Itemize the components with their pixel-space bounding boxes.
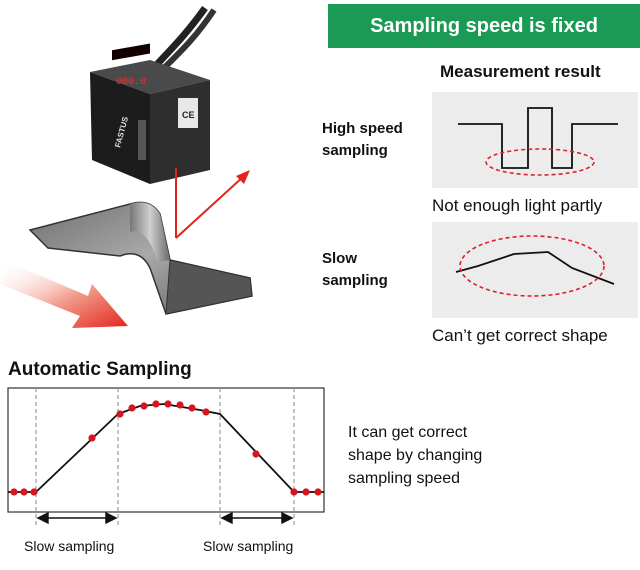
conveyor-direction-arrow	[0, 262, 128, 328]
sensor-display: 000.0	[116, 77, 146, 88]
note-line-3: sampling speed	[348, 470, 461, 487]
slow-result-panel	[432, 222, 638, 318]
slow-sampling-left-label: Slow sampling	[24, 538, 115, 554]
high-speed-result-panel	[432, 92, 638, 188]
automatic-sampling-title: Automatic Sampling	[8, 359, 192, 380]
slow-label-line1: Slow	[322, 250, 358, 267]
sensor-illustration: 000.0 CE FASTUS	[0, 5, 253, 328]
slow-label: Slow sampling	[322, 248, 388, 292]
sensor-head: 000.0 CE FASTUS	[90, 43, 210, 184]
sample-dot	[164, 400, 172, 408]
sample-dots	[10, 400, 322, 496]
svg-text:CE: CE	[182, 110, 195, 120]
sample-dot	[314, 488, 322, 496]
automatic-sampling-note: It can get correct shape by changing sam…	[348, 421, 548, 490]
sample-dot	[128, 404, 136, 412]
sample-dot	[116, 410, 124, 418]
note-line-1: It can get correct	[348, 424, 468, 441]
high-speed-label-line2: sampling	[322, 142, 388, 159]
sample-dot	[252, 450, 260, 458]
sample-dot	[152, 400, 160, 408]
sample-dot	[202, 408, 210, 416]
shape-error-highlight	[459, 235, 605, 297]
note-line-2: shape by changing	[348, 447, 483, 464]
automatic-sampling-diagram	[7, 387, 325, 526]
sample-dot	[30, 488, 38, 496]
bent-plate	[28, 201, 253, 315]
missing-light-highlight	[485, 148, 595, 176]
reflect-arrowhead	[236, 170, 250, 184]
laser-beam-reflect	[175, 175, 245, 239]
plot-frame	[7, 387, 325, 513]
measurement-result-title: Measurement result	[440, 62, 601, 81]
sample-dot	[10, 488, 18, 496]
sample-dot	[290, 488, 298, 496]
high-speed-profile	[458, 107, 618, 169]
slow-profile	[455, 251, 615, 285]
slow-caption: Can’t get correct shape	[432, 326, 608, 345]
sample-dot	[88, 434, 96, 442]
auto-profile	[8, 403, 324, 493]
slow-label-line2: sampling	[322, 272, 388, 289]
sample-dot	[188, 404, 196, 412]
sample-dot	[140, 402, 148, 410]
sample-dot	[20, 488, 28, 496]
sample-dot	[176, 401, 184, 409]
sensor-cable	[147, 5, 208, 75]
slow-sampling-right-label: Slow sampling	[203, 538, 294, 554]
high-speed-caption: Not enough light partly	[432, 196, 603, 215]
fixed-sampling-banner: Sampling speed is fixed	[328, 4, 640, 48]
sample-dot	[302, 488, 310, 496]
high-speed-label-line1: High speed	[322, 120, 403, 137]
high-speed-label: High speed sampling	[322, 118, 403, 162]
